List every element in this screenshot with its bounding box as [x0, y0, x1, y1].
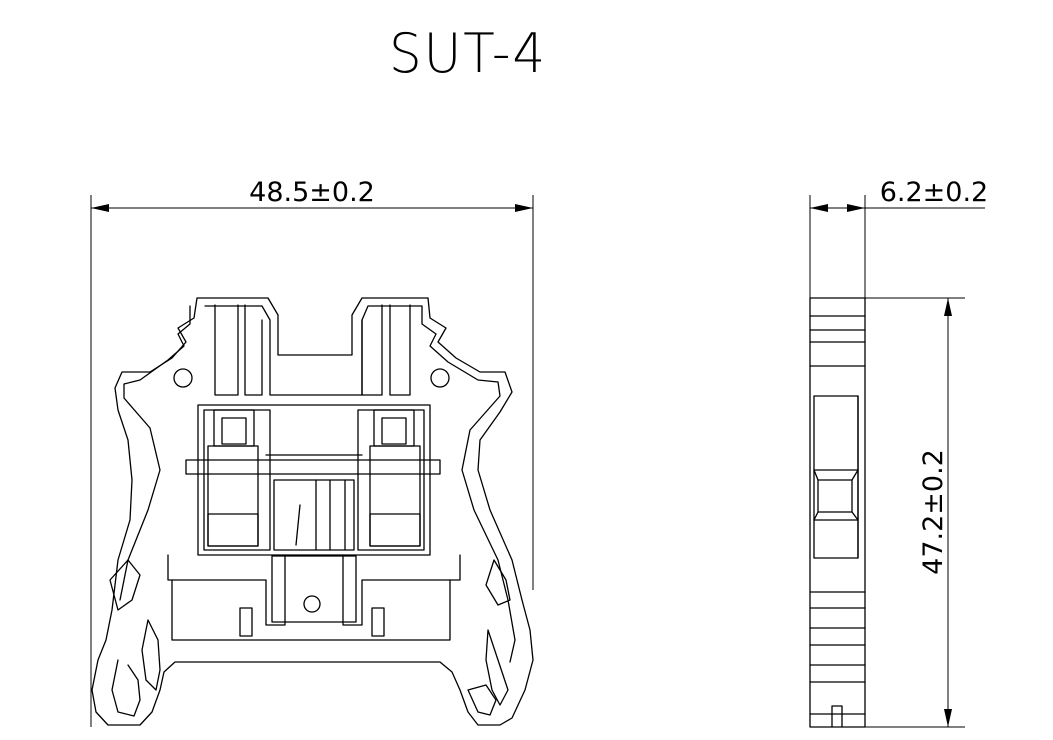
width-dimension-label: 48.5±0.2: [249, 177, 375, 208]
depth-dimension-label: 6.2±0.2: [880, 177, 989, 208]
clamp-screw-right: [373, 409, 415, 447]
conductor-rail: [185, 459, 441, 475]
clamp-cage-left: [207, 445, 259, 547]
clamp-screw-left: [213, 409, 255, 447]
clamp-housing: [197, 404, 431, 556]
mounting-hole-right: [430, 368, 450, 388]
width-dimension: 48.5±0.2: [90, 177, 534, 727]
slot-right: [371, 607, 385, 637]
height-dimension-label: 47.2±0.2: [918, 449, 949, 575]
terminal-body-inner: [204, 305, 516, 663]
slot-left: [239, 607, 253, 637]
height-dimension: 47.2±0.2: [845, 297, 965, 728]
front-view: 48.5±0.2: [90, 177, 534, 727]
side-view: 6.2±0.2 47.2±0.2: [809, 177, 989, 728]
mounting-hole-left: [173, 368, 193, 388]
side-body-outline: [809, 297, 866, 728]
spring-window: [273, 479, 355, 551]
terminal-body-outline: [91, 297, 534, 726]
center-hole: [303, 595, 321, 613]
clamp-cage-right: [369, 445, 421, 547]
drawing-title: SUT-4: [389, 22, 547, 85]
